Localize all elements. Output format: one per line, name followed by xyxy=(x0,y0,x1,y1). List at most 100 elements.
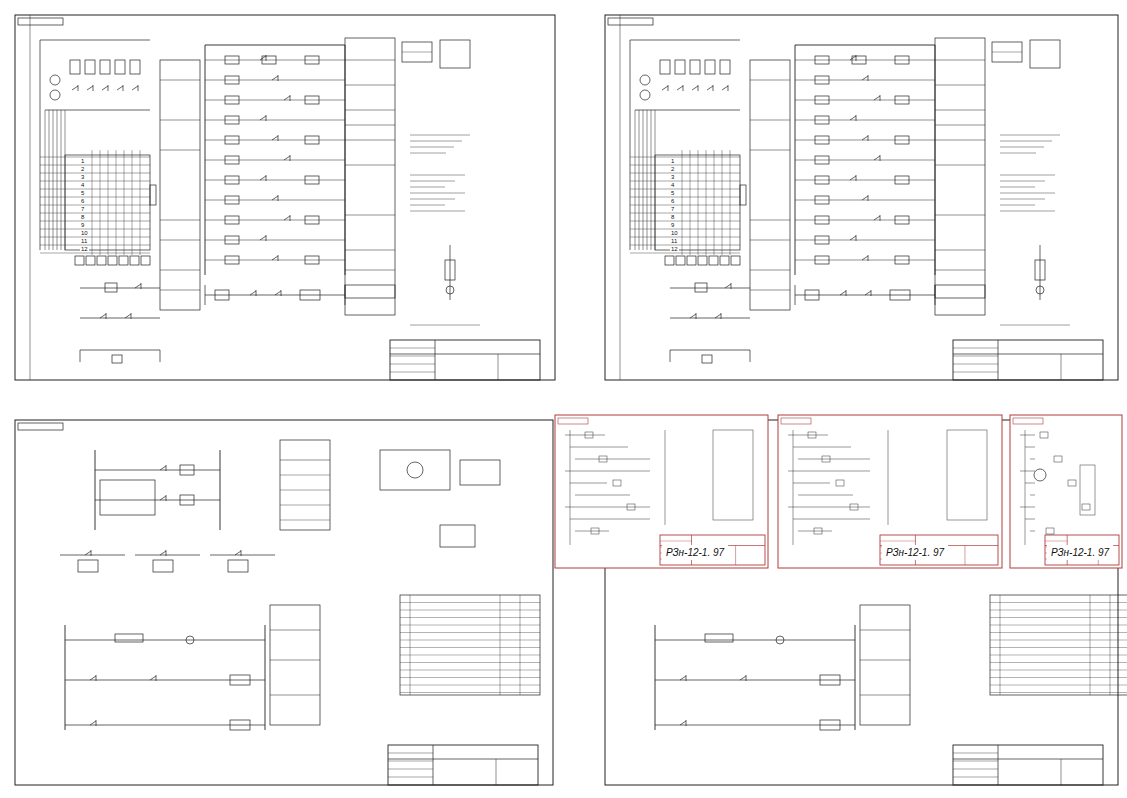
symbol-box xyxy=(627,504,635,510)
wire-line xyxy=(862,76,868,80)
wire-line xyxy=(390,356,435,357)
wire-line xyxy=(575,459,650,460)
wire-line xyxy=(92,150,93,255)
wire-line xyxy=(65,640,265,641)
symbol-box xyxy=(225,176,239,184)
symbol-box xyxy=(230,720,250,730)
wire-line xyxy=(690,150,691,255)
wire-line xyxy=(998,340,999,380)
symbol-box xyxy=(820,675,840,685)
wire-line xyxy=(868,75,869,81)
symbol-box xyxy=(225,76,239,84)
wire-line xyxy=(250,291,256,295)
wire-line xyxy=(260,176,266,180)
wire-line xyxy=(655,680,855,681)
wire-line xyxy=(138,85,139,91)
wire-line xyxy=(795,120,935,121)
wire-line xyxy=(850,236,856,240)
symbol-box xyxy=(808,432,816,438)
symbol-box xyxy=(1030,40,1060,68)
coil-symbol xyxy=(50,90,60,100)
wire-line xyxy=(345,60,395,61)
symbol-box xyxy=(97,256,106,265)
drawing-code: РЗн-12-1. 97 xyxy=(666,547,724,558)
symbol-box xyxy=(305,56,319,64)
symbol-box xyxy=(895,136,909,144)
symbol-box xyxy=(225,96,239,104)
wire-line xyxy=(166,550,167,556)
terminal-number: 5 xyxy=(670,190,675,196)
terminal-number: 5 xyxy=(80,190,85,196)
terminal-number: 2 xyxy=(80,166,85,172)
symbol-box xyxy=(585,432,593,438)
wire-line xyxy=(400,617,540,618)
wire-line xyxy=(750,290,790,291)
wire-line xyxy=(108,150,109,255)
wire-line xyxy=(400,662,540,663)
wire-line xyxy=(410,187,445,188)
wire-line xyxy=(1000,199,1045,200)
wire-line xyxy=(888,430,889,525)
wire-line xyxy=(1000,205,1035,206)
wire-line xyxy=(935,250,985,251)
wire-line xyxy=(570,430,571,545)
wire-line xyxy=(160,496,166,500)
wire-line xyxy=(1020,507,1035,508)
wire-line xyxy=(698,85,699,91)
wire-line xyxy=(131,313,132,319)
wire-line xyxy=(433,745,434,785)
wire-line xyxy=(868,255,869,261)
terminal-number: 6 xyxy=(80,198,85,204)
wire-line xyxy=(270,695,320,696)
wire-line xyxy=(1030,495,1035,496)
symbol-box xyxy=(1045,535,1119,565)
wire-line xyxy=(265,625,266,730)
symbol-box xyxy=(440,525,475,547)
wire-line xyxy=(670,318,750,319)
sheet-frame xyxy=(605,15,1118,380)
wire-line xyxy=(117,86,123,90)
wire-line xyxy=(388,761,433,762)
wire-line xyxy=(345,270,395,271)
wire-line xyxy=(116,150,117,255)
wire-line xyxy=(410,193,465,194)
wire-line xyxy=(630,229,740,230)
wire-line xyxy=(935,125,985,126)
wire-line xyxy=(630,40,740,41)
wire-line xyxy=(935,85,985,86)
symbol-box xyxy=(1080,465,1095,515)
wire-line xyxy=(630,205,740,206)
symbol-box xyxy=(100,60,110,74)
wire-line xyxy=(205,45,345,46)
wire-line xyxy=(345,110,395,111)
wire-line xyxy=(496,759,497,785)
symbol-box xyxy=(895,96,909,104)
wire-line xyxy=(65,625,66,730)
wire-line xyxy=(278,255,279,261)
symbol-box xyxy=(935,285,985,315)
wire-line xyxy=(1000,181,1045,182)
wire-line xyxy=(750,80,790,81)
symbol-box xyxy=(675,60,685,74)
wire-line xyxy=(1061,759,1062,785)
wire-line xyxy=(160,220,200,221)
symbol-box xyxy=(78,560,98,572)
wire-line xyxy=(402,52,432,53)
wire-line xyxy=(1000,135,1060,136)
wire-line xyxy=(635,110,740,111)
wire-line xyxy=(680,676,686,680)
wire-line xyxy=(935,60,985,61)
symbol-box xyxy=(1082,504,1090,510)
wire-line xyxy=(345,250,395,251)
wire-line xyxy=(400,610,540,611)
wire-line xyxy=(390,348,435,349)
wire-line xyxy=(156,675,157,681)
wire-line xyxy=(868,195,869,201)
symbol-box xyxy=(262,56,276,64)
wire-line xyxy=(964,546,965,566)
wire-line xyxy=(290,215,291,221)
wire-line xyxy=(260,116,266,120)
symbol-box xyxy=(895,56,909,64)
wire-line xyxy=(1000,141,1052,142)
symbol-box xyxy=(305,216,319,224)
